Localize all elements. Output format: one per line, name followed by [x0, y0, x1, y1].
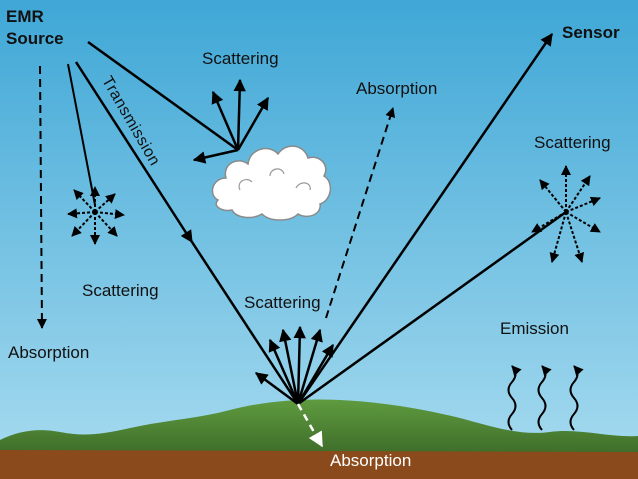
scattering-right-label: Scattering — [534, 133, 611, 152]
cloud-icon — [211, 145, 332, 221]
cloud-scatter-arrows — [192, 78, 270, 164]
source-to-cloud-line — [87, 40, 239, 152]
atmosphere-absorption-arrow — [325, 107, 396, 319]
scatter-starburst-left — [67, 186, 125, 245]
transmission-arrow — [74, 61, 194, 244]
scatter-starburst-right — [531, 165, 601, 263]
source-scatter-left-line — [67, 63, 96, 206]
emission-wave-arrows — [507, 365, 584, 431]
ground-hills — [0, 399, 638, 452]
soil-band — [0, 448, 638, 479]
absorption-ground-label: Absorption — [330, 451, 412, 470]
emission-label: Emission — [500, 319, 569, 338]
scattering-left-label: Scattering — [82, 281, 159, 300]
ground-to-right-scatter-line — [297, 210, 567, 406]
scattering-cloud-label: Scattering — [202, 49, 279, 68]
source-label-line2: Source — [6, 29, 64, 48]
sensor-label: Sensor — [562, 23, 620, 42]
ground-absorption-arrow — [296, 403, 324, 448]
ground-to-sensor-arrow — [296, 32, 554, 405]
source-label: EMR — [6, 7, 44, 26]
absorption-left-label: Absorption — [8, 343, 90, 362]
absorption-atmosphere-label: Absorption — [356, 79, 438, 98]
scattering-ground-label: Scattering — [244, 293, 321, 312]
source-absorption-arrow — [36, 65, 47, 329]
transmission-to-ground-line — [190, 241, 300, 405]
